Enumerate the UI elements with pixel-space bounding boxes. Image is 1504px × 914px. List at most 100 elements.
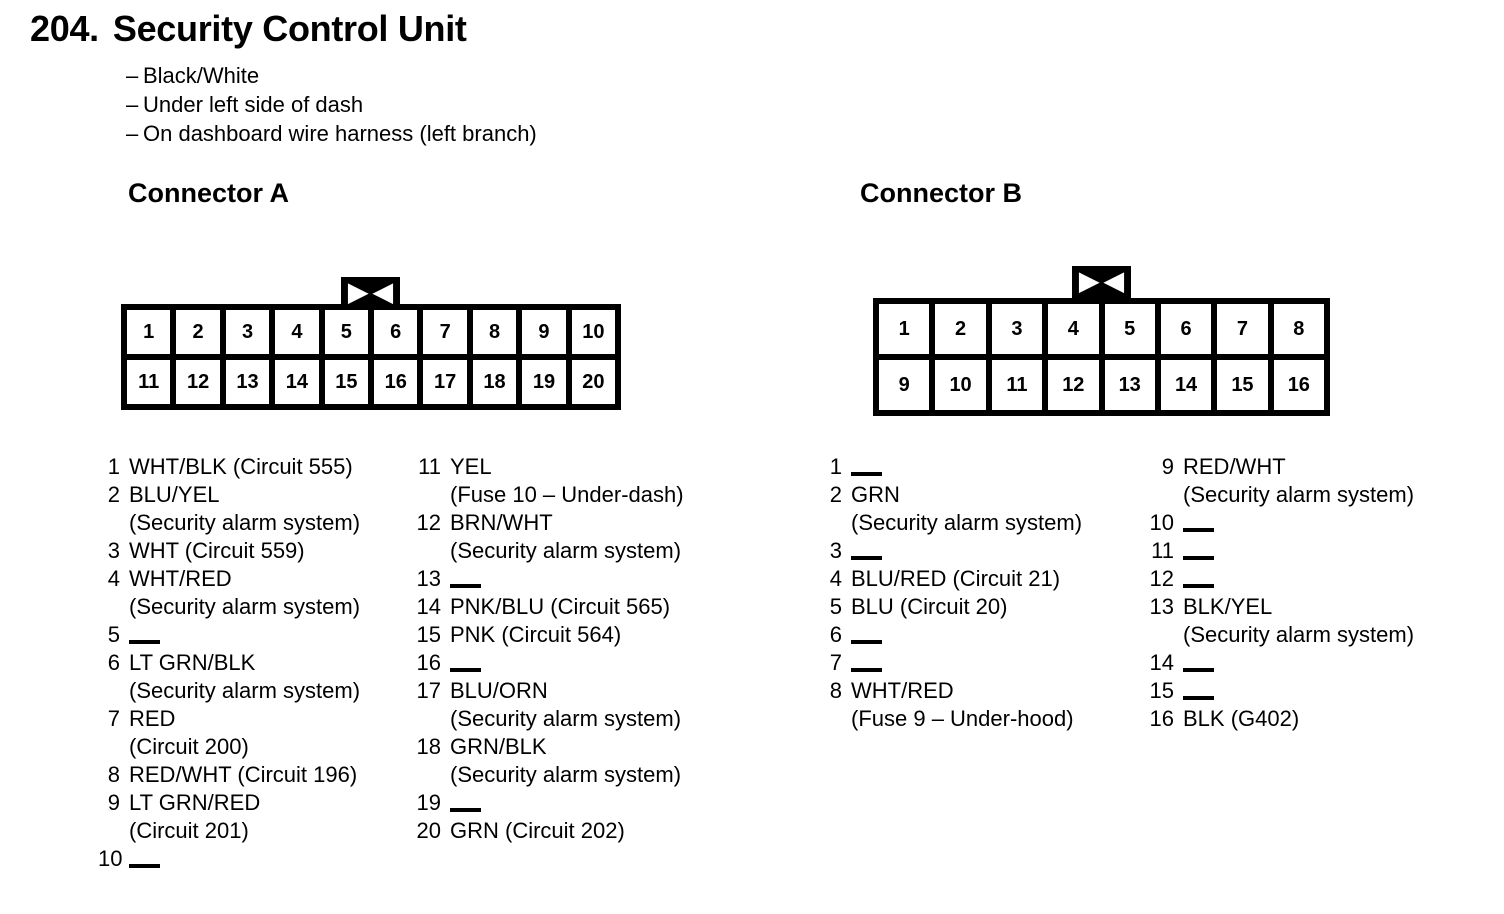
pin-empty-dash-icon <box>450 667 481 672</box>
pin-entry-number: 18 <box>416 734 441 759</box>
note-dash-icon: – <box>126 121 139 146</box>
pin-cell[interactable]: 5 <box>324 310 369 354</box>
pin-cell[interactable]: 11 <box>127 360 171 404</box>
pin-entry-label <box>1183 509 1214 537</box>
pin-grid-bottom-row: 9 10 11 12 13 14 15 16 <box>879 360 1324 410</box>
pin-cell[interactable]: 15 <box>1217 360 1268 410</box>
pin-cell[interactable]: 16 <box>1273 360 1324 410</box>
pin-entry[interactable]: 6 <box>828 621 1128 649</box>
pin-cell[interactable]: 9 <box>522 310 566 354</box>
pin-cell[interactable]: 8 <box>1273 304 1324 354</box>
pin-cell[interactable]: 8 <box>472 310 517 354</box>
pin-empty-dash-icon <box>1183 583 1214 588</box>
pin-cell[interactable]: 14 <box>1160 360 1212 410</box>
pin-cell[interactable]: 9 <box>879 360 930 410</box>
pin-entry-label: BLU (Circuit 20) <box>851 593 1007 621</box>
pin-entry-number: 11 <box>418 454 441 479</box>
pin-cell[interactable]: 3 <box>225 310 270 354</box>
pin-entry-number: 2 <box>107 482 120 507</box>
pin-cell[interactable]: 18 <box>472 360 517 404</box>
pin-entry-number: 6 <box>829 622 842 647</box>
pin-cell[interactable]: 20 <box>571 360 616 404</box>
pin-cell[interactable]: 13 <box>1104 360 1155 410</box>
pin-cell[interactable]: 17 <box>423 360 467 404</box>
pin-entry[interactable]: 3 <box>828 537 1128 565</box>
pin-wire-color: PNK/BLU (Circuit 565) <box>450 594 671 619</box>
pin-wire-color: WHT/RED <box>851 678 954 703</box>
pin-cell[interactable]: 13 <box>225 360 270 404</box>
pin-entry[interactable]: 19 <box>415 789 725 817</box>
pin-cell[interactable]: 10 <box>935 360 986 410</box>
pin-wire-color: BLU/YEL <box>129 482 220 507</box>
pin-cell[interactable]: 2 <box>176 310 220 354</box>
pin-cell[interactable]: 16 <box>374 360 418 404</box>
pin-cell[interactable]: 19 <box>522 360 566 404</box>
pin-cell[interactable]: 15 <box>324 360 369 404</box>
pin-empty-dash-icon <box>851 471 882 476</box>
pin-entry[interactable]: 1 <box>828 453 1128 481</box>
pin-empty-dash-icon <box>1183 527 1214 532</box>
connector-a-pin-grid: 1 2 3 4 5 6 7 8 9 10 11 12 13 14 15 16 1… <box>121 304 621 410</box>
pin-entry[interactable]: 12 <box>1148 565 1468 593</box>
pin-cell[interactable]: 11 <box>991 360 1043 410</box>
pin-cell[interactable]: 7 <box>1217 304 1268 354</box>
pin-entry-label <box>129 621 160 649</box>
pin-wire-color: BRN/WHT <box>450 510 553 535</box>
pin-entry[interactable]: 7 <box>828 649 1128 677</box>
pin-cell[interactable]: 6 <box>374 310 418 354</box>
pin-entry[interactable]: 10 <box>98 845 398 873</box>
pin-cell[interactable]: 4 <box>275 310 319 354</box>
pin-cell[interactable]: 12 <box>176 360 220 404</box>
pin-entry-number: 5 <box>829 594 842 619</box>
pin-entry-label <box>450 789 481 817</box>
pin-entry[interactable]: 5 BLU (Circuit 20) <box>828 593 1128 621</box>
pin-cell[interactable]: 5 <box>1104 304 1155 354</box>
pin-cell[interactable]: 4 <box>1048 304 1099 354</box>
pin-entry[interactable]: 10 <box>1148 509 1468 537</box>
pin-wire-color: PNK (Circuit 564) <box>450 622 622 647</box>
pin-circuit-note: (Fuse 10 – Under-dash) <box>450 482 684 507</box>
pin-entry[interactable]: 15 <box>1148 677 1468 705</box>
pin-empty-dash-icon <box>450 807 481 812</box>
pin-entry[interactable]: 16 <box>415 649 725 677</box>
pin-entry[interactable]: 13 <box>415 565 725 593</box>
pin-cell[interactable]: 1 <box>879 304 930 354</box>
pin-entry[interactable]: 5 <box>98 621 398 649</box>
pin-entry-label: GRN/BLK(Security alarm system) <box>450 733 681 789</box>
pin-cell[interactable]: 10 <box>571 310 616 354</box>
pin-cell[interactable]: 2 <box>935 304 986 354</box>
pin-cell[interactable]: 1 <box>127 310 171 354</box>
pin-cell[interactable]: 12 <box>1048 360 1099 410</box>
pin-entry[interactable]: 11 <box>1148 537 1468 565</box>
pin-entry-number: 14 <box>1149 650 1174 675</box>
pin-cell[interactable]: 3 <box>991 304 1043 354</box>
pin-entry[interactable]: 14 <box>1148 649 1468 677</box>
pin-cell[interactable]: 6 <box>1160 304 1212 354</box>
pin-entry[interactable]: 18 GRN/BLK(Security alarm system) <box>415 733 725 789</box>
pin-cell[interactable]: 7 <box>423 310 467 354</box>
pin-cell[interactable]: 14 <box>275 360 319 404</box>
pin-entry-number: 4 <box>829 566 842 591</box>
